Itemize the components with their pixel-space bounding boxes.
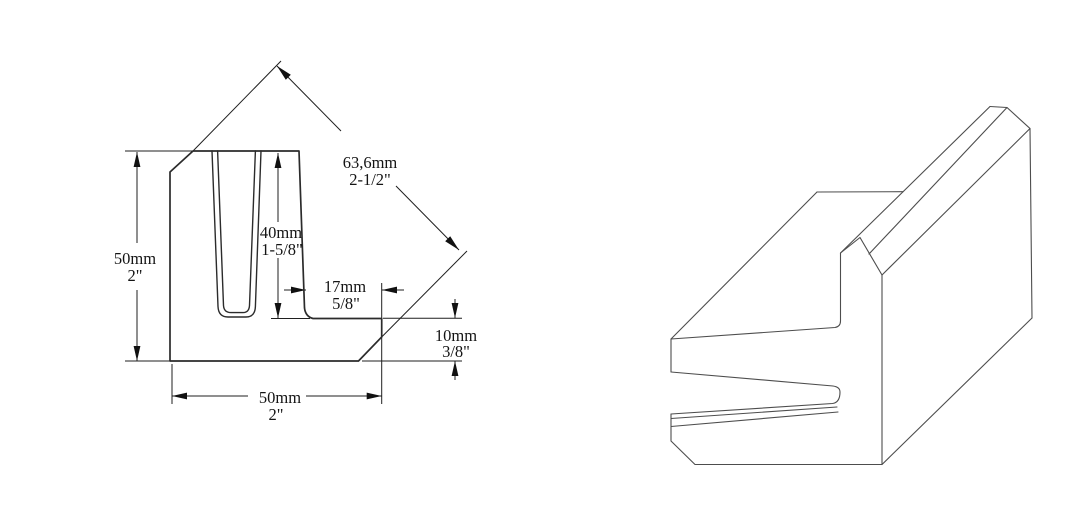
arrowhead-ledge-height-bottom [451,361,459,376]
arrowhead-diagonal-bottom [445,236,459,250]
label-ledge-width-metric: 17mm [324,277,366,296]
arrowhead-height-bottom [133,346,141,361]
label-slot-depth-metric: 40mm [260,223,302,242]
iso-slot-upper-wall [670,371,841,415]
label-ledge-width-imperial: 5/8" [332,294,360,313]
arrowhead-diagonal-top [277,66,291,80]
iso-near-peak-edges [839,236,883,276]
label-ledge-height-imperial: 3/8" [442,342,470,361]
dimension-labels: 50mm 2" 63,6mm 2-1/2" 40mm 1-5/8" 17mm 5… [114,153,477,424]
arrowhead-ledge-width-right [382,286,397,294]
extension-lines [125,60,468,404]
label-height-imperial: 2" [128,266,143,285]
iso-near-face [670,191,883,466]
iso-extrusion-edge-upper [839,105,991,254]
arrowhead-width-right [366,392,382,400]
label-slot-depth-imperial: 1-5/8" [261,240,303,259]
arrowhead-ledge-height-top [451,303,459,318]
profile-outline [169,150,383,362]
extension-line-diagonal-face [381,250,468,338]
arrowhead-slot-depth-top [274,153,282,168]
arrowhead-ledge-width-left [291,286,306,294]
dimension-arrowheads [133,66,459,400]
iso-far-top-and-right-edge [989,105,1033,319]
iso-left-lower-and-bottom [670,274,883,466]
iso-edge-top-left-diagonal [670,191,818,373]
label-width-metric: 50mm [259,388,301,407]
label-width-imperial: 2" [269,405,284,424]
extension-line-chamfer [192,60,282,152]
label-diagonal-imperial: 2-1/2" [349,170,391,189]
cross-section-view: 50mm 2" 63,6mm 2-1/2" 40mm 1-5/8" 17mm 5… [114,60,477,424]
iso-extrusion-edge-bottom [881,317,1033,466]
isometric-view [670,105,1033,466]
iso-slot-lower-line-2 [670,411,839,428]
label-ledge-height-metric: 10mm [435,326,477,345]
iso-extrusion-edge-ridge [881,127,1031,276]
v-slot [211,150,262,318]
iso-extrusion-edges [816,105,1033,466]
iso-far-end [989,105,1033,319]
label-diagonal-metric: 63,6mm [343,153,398,172]
v-slot-outer-wall [211,150,262,318]
iso-top-edge-and-ledge [670,252,842,340]
iso-slot-lower-line-1 [670,406,838,420]
arrowhead-height-top [133,152,141,167]
arrowhead-slot-depth-bottom [274,303,282,318]
arrowhead-width-left [172,392,187,400]
label-height-metric: 50mm [114,249,156,268]
iso-extrusion-edge-middle [868,106,1008,255]
v-slot-inner-wall [216,150,257,314]
